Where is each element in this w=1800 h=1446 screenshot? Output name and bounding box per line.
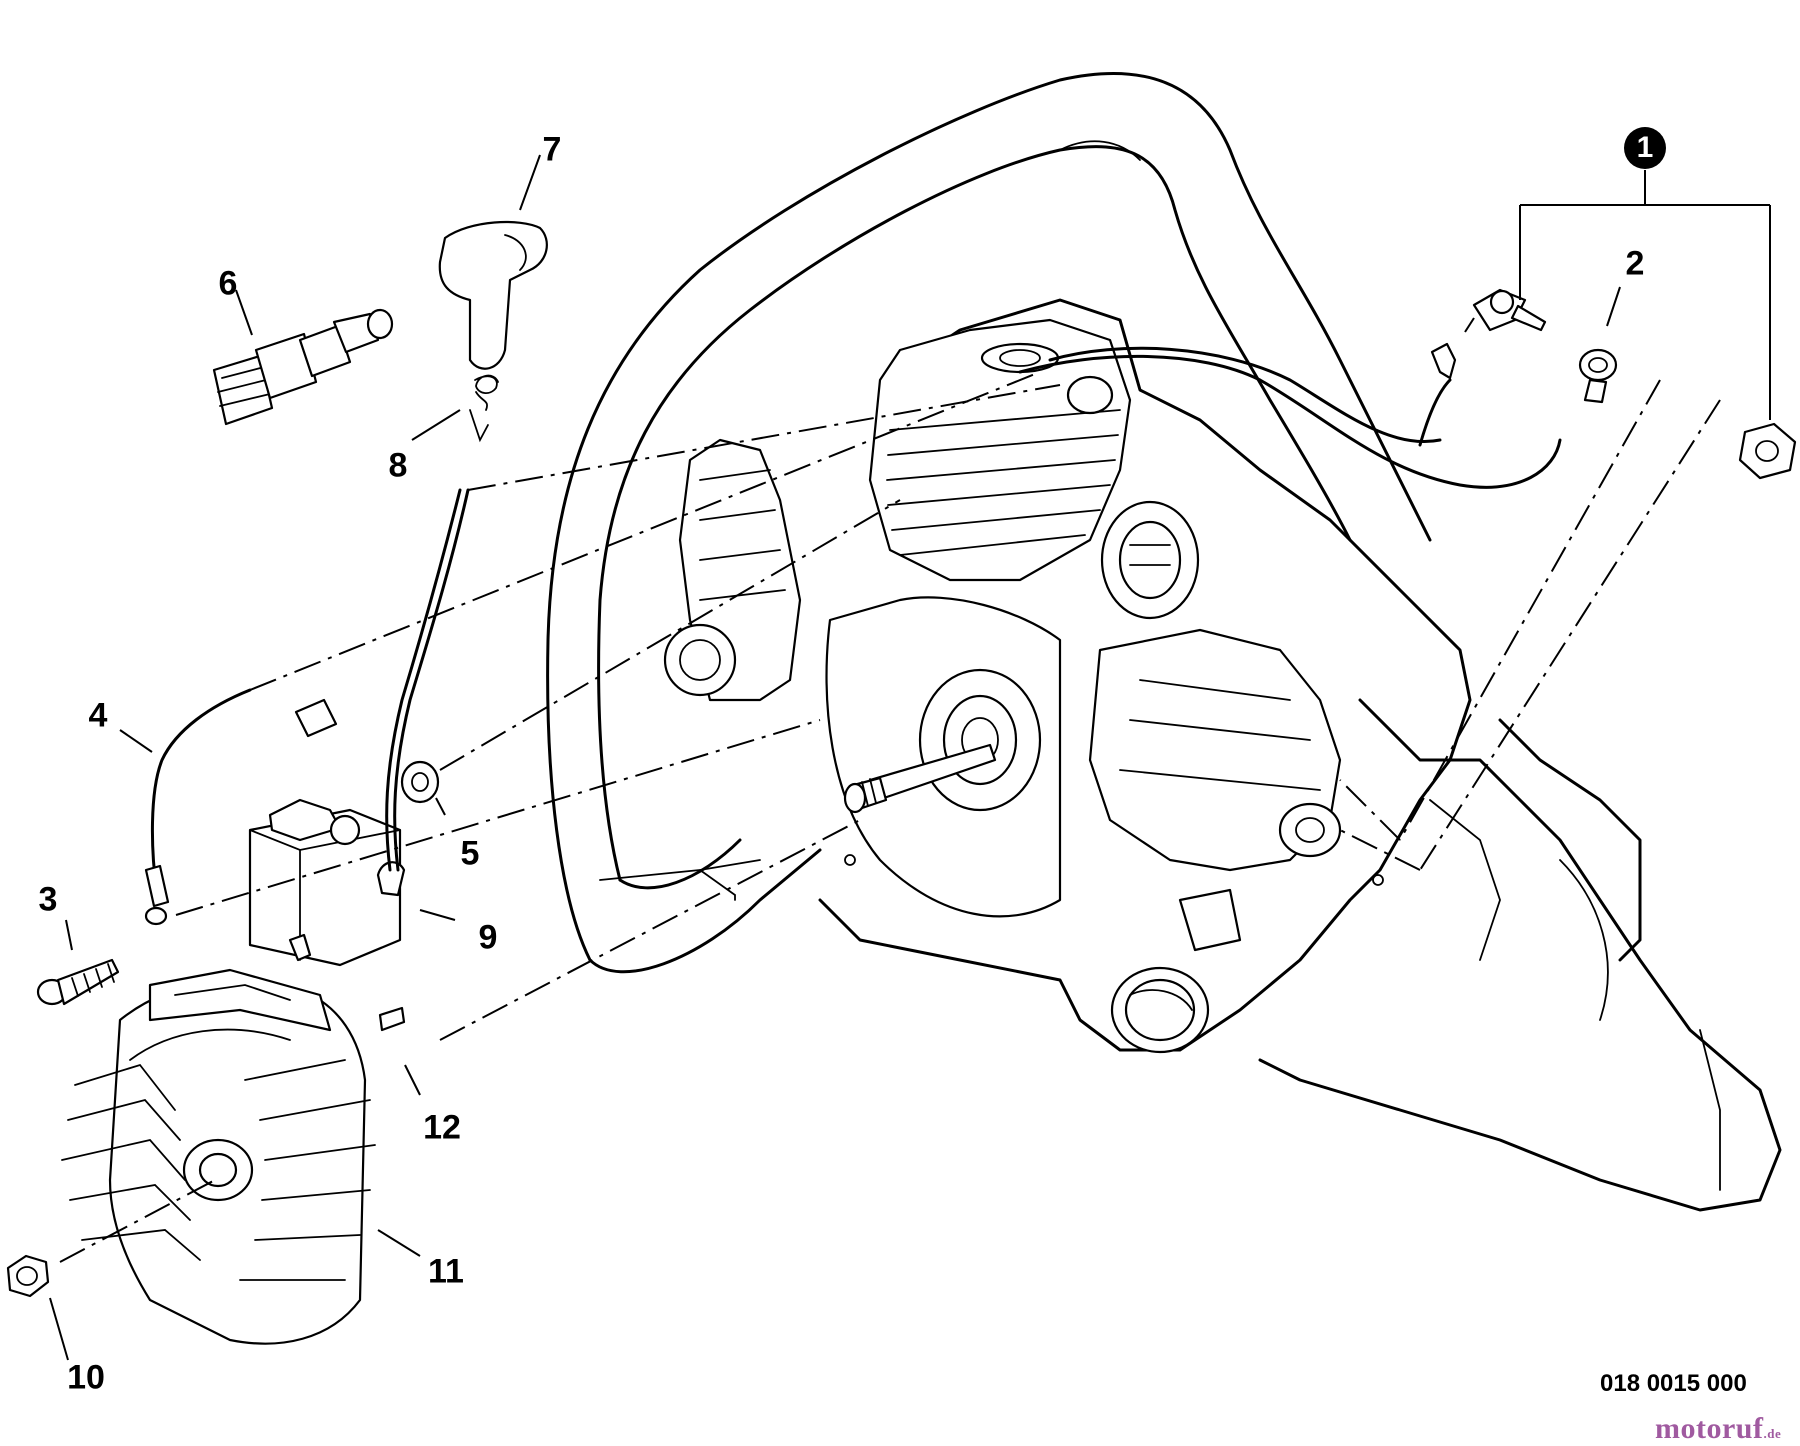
callout-8: 8 <box>388 446 408 485</box>
callout-3: 3 <box>38 880 58 919</box>
callout-9: 9 <box>478 918 498 957</box>
screw <box>36 958 120 1006</box>
drawing-number: 018 0015 000 <box>1600 1370 1747 1397</box>
watermark-name: motoruf <box>1655 1412 1764 1445</box>
callout-7: 7 <box>542 130 562 169</box>
leader-lines <box>49 154 1771 1361</box>
cable <box>144 688 252 926</box>
flywheel-nut <box>6 1254 50 1298</box>
callout-4: 4 <box>88 696 108 735</box>
watermark-suffix: .de <box>1763 1426 1782 1441</box>
callout-6: 6 <box>218 264 238 303</box>
ignition-coil <box>248 488 470 967</box>
spark-plug <box>212 308 394 426</box>
spring <box>469 374 499 443</box>
callout-5: 5 <box>460 834 480 873</box>
plug-boot <box>438 220 548 370</box>
callout-10: 10 <box>67 1358 105 1397</box>
callout-2: 2 <box>1625 244 1645 283</box>
callout-11: 11 <box>428 1252 464 1291</box>
watermark: motoruf.de <box>1655 1412 1781 1446</box>
spacer <box>400 760 440 804</box>
terminal <box>294 698 338 738</box>
assembly-lines <box>59 371 1721 1263</box>
fan-wheel <box>61 968 376 1345</box>
ignition-lead-assembly <box>1018 288 1797 489</box>
callout-1: 1 <box>1624 127 1666 169</box>
chainsaw-housing <box>546 72 1782 1212</box>
woodruff-key <box>378 1006 406 1032</box>
callout-12: 12 <box>423 1108 461 1147</box>
